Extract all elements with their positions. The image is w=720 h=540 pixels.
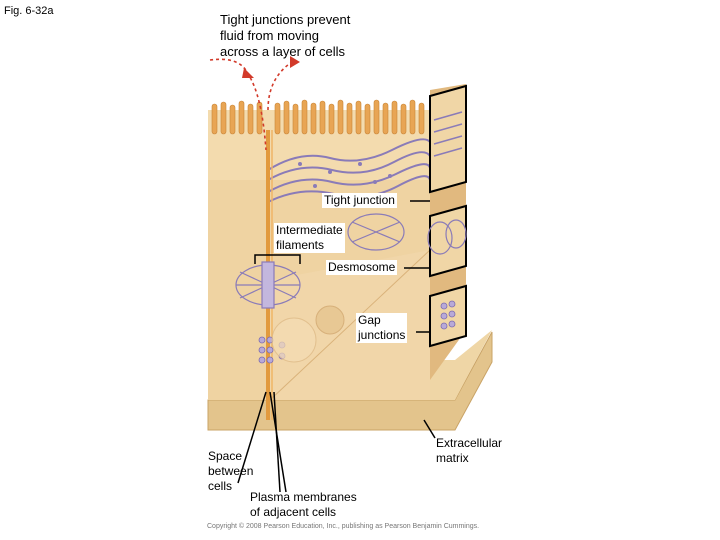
caption: Tight junctions prevent fluid from movin… — [220, 12, 351, 59]
label-extracellular-matrix: Extracellular matrix — [436, 436, 503, 465]
label-space-between-cells: Space between cells — [208, 449, 254, 493]
label-desmosome: Desmosome — [326, 260, 398, 275]
label-tight-junction: Tight junction — [322, 193, 397, 208]
zoom-box-desmosome — [429, 204, 467, 278]
label-plasma-membranes: Plasma membranes of adjacent cells — [250, 490, 357, 519]
figure-label: Fig. 6-32a — [4, 5, 54, 17]
zoom-box-tight-junction — [429, 84, 467, 194]
leader-lines — [237, 200, 436, 493]
label-intermediate-filaments: Intermediate filaments — [274, 223, 345, 253]
copyright-notice: Copyright © 2008 Pearson Education, Inc.… — [207, 523, 480, 530]
desmosome — [235, 261, 301, 309]
zoom-box-gap-junctions — [429, 284, 467, 348]
label-gap-junctions: Gap junctions — [356, 313, 408, 343]
